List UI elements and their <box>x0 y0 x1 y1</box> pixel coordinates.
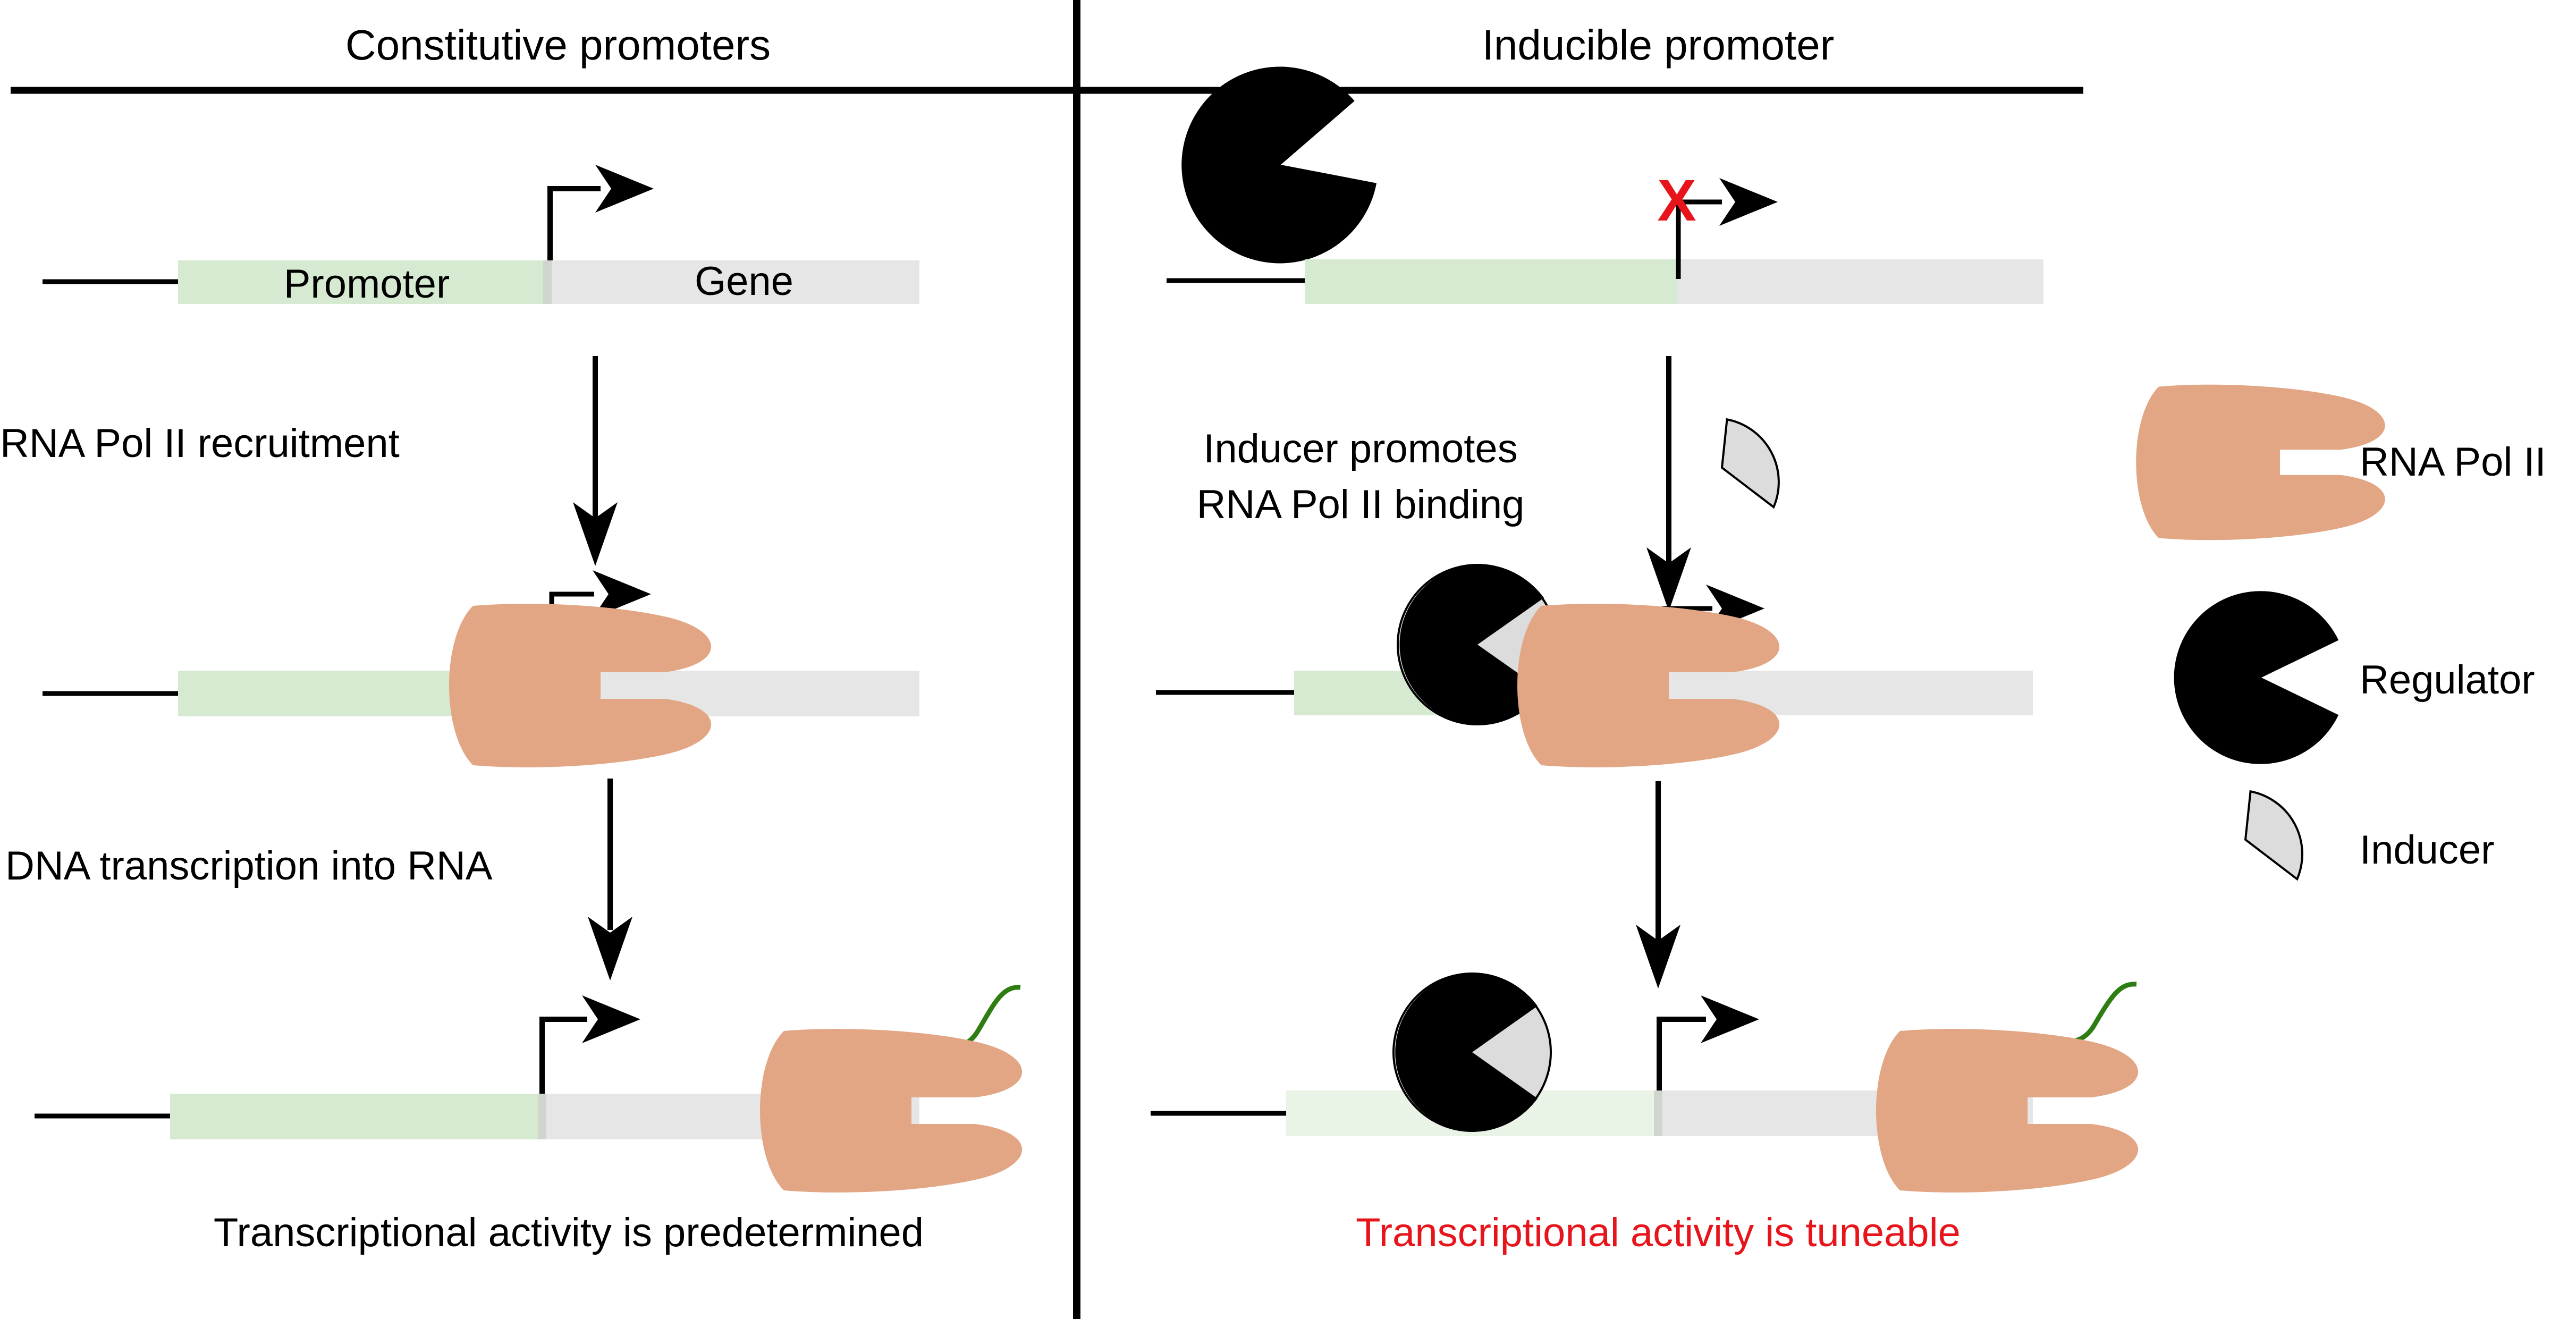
dna-strand-right-1 <box>1167 259 2043 304</box>
legend: RNA Pol II Regulator Inducer <box>2136 384 2546 892</box>
transcription-start-arrow <box>1676 178 1778 279</box>
gene-label: Gene <box>695 259 793 304</box>
header-constitutive: Constitutive promoters <box>345 21 771 69</box>
legend-regulator-label: Regulator <box>2360 657 2535 703</box>
promoter-label: Promoter <box>284 261 450 307</box>
regulator-pacman-shape <box>1392 973 1552 1132</box>
legend-inducer-wedge-shape <box>2229 780 2315 892</box>
dna-strand-left-1 <box>43 260 919 304</box>
promoter-region <box>178 260 547 304</box>
legend-regulator-pacman-shape <box>2174 591 2339 764</box>
conclusion-left: Transcriptional activity is predetermine… <box>214 1210 924 1255</box>
step-inducer-line2: RNA Pol II binding <box>1197 482 1525 527</box>
step-transcription-label: DNA transcription into RNA <box>5 843 493 889</box>
step-inducer-line1: Inducer promotes <box>1203 426 1517 471</box>
down-arrow <box>1636 781 1680 988</box>
legend-inducer-label: Inducer <box>2360 827 2495 873</box>
legend-rna-pol-ii-shape <box>2136 384 2385 540</box>
step-recruitment-label: RNA Pol II recruitment <box>0 421 400 466</box>
conclusion-right: Transcriptional activity is tuneable <box>1356 1210 1961 1255</box>
transcription-start-arrow <box>547 165 654 260</box>
gene-region <box>547 260 919 304</box>
regulator-pacman-shape <box>1159 47 1391 286</box>
inducer-wedge-shape <box>1705 408 1791 520</box>
rna-pol-ii-shape <box>760 1029 1023 1193</box>
transcription-start-arrow <box>539 995 640 1094</box>
legend-rna-pol-label: RNA Pol II <box>2360 439 2546 485</box>
blocked-x-mark: X <box>1657 168 1696 233</box>
header-inducible: Inducible promoter <box>1482 21 1835 69</box>
down-arrow <box>588 779 632 980</box>
down-arrow <box>1646 356 1691 611</box>
down-arrow <box>573 356 618 566</box>
rna-pol-ii-shape <box>1876 1029 2139 1193</box>
transcription-start-arrow <box>1657 995 1759 1090</box>
regulator-pacman-shape <box>1397 564 1558 725</box>
